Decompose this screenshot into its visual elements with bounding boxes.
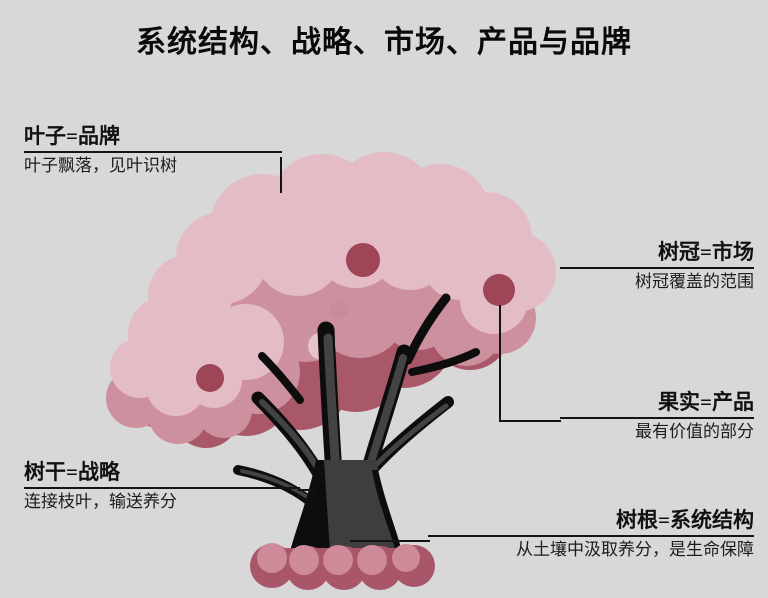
- callout-root-rule: [428, 535, 754, 538]
- connector-fruit-horizontal: [499, 420, 561, 422]
- page-title: 系统结构、战略、市场、产品与品牌: [136, 26, 632, 59]
- callout-crown-title: 树冠=市场: [658, 240, 754, 264]
- callout-leaf-title: 叶子=品牌: [24, 124, 120, 148]
- fruit-circle-2: [483, 274, 515, 306]
- connector-trunk: [298, 489, 316, 491]
- connector-root: [350, 540, 430, 542]
- callout-fruit-rule: [560, 417, 754, 420]
- callout-crown: 树冠=市场 树冠覆盖的范围: [560, 240, 754, 292]
- fruit-circle-3: [196, 364, 224, 392]
- connector-fruit-vertical: [499, 305, 501, 422]
- callout-trunk-rule: [24, 487, 300, 490]
- callout-root-title: 树根=系统结构: [616, 508, 754, 532]
- callout-fruit-title: 果实=产品: [658, 390, 754, 414]
- callout-trunk-title: 树干=战略: [24, 460, 120, 484]
- callout-root-subtitle: 从土壤中汲取养分，是生命保障: [516, 540, 754, 560]
- callout-leaf-rule: [24, 151, 282, 154]
- callout-crown-subtitle: 树冠覆盖的范围: [635, 272, 754, 292]
- callout-root: 树根=系统结构 从土壤中汲取养分，是生命保障: [428, 508, 754, 560]
- root-group: [250, 543, 435, 590]
- callout-fruit-subtitle: 最有价值的部分: [635, 422, 754, 442]
- fruit-group: [196, 243, 515, 392]
- connector-leaf: [280, 157, 282, 193]
- callout-crown-rule: [560, 267, 754, 270]
- callout-trunk: 树干=战略 连接枝叶，输送养分: [24, 460, 300, 512]
- callout-leaf: 叶子=品牌 叶子飘落，见叶识树: [24, 124, 282, 176]
- fruit-circle-1: [346, 243, 380, 277]
- fruit-circle-5: [330, 301, 348, 319]
- callout-trunk-subtitle: 连接枝叶，输送养分: [24, 492, 177, 512]
- callout-fruit: 果实=产品 最有价值的部分: [560, 390, 754, 442]
- trunk-and-branches: [233, 293, 480, 552]
- callout-leaf-subtitle: 叶子飘落，见叶识树: [24, 156, 177, 176]
